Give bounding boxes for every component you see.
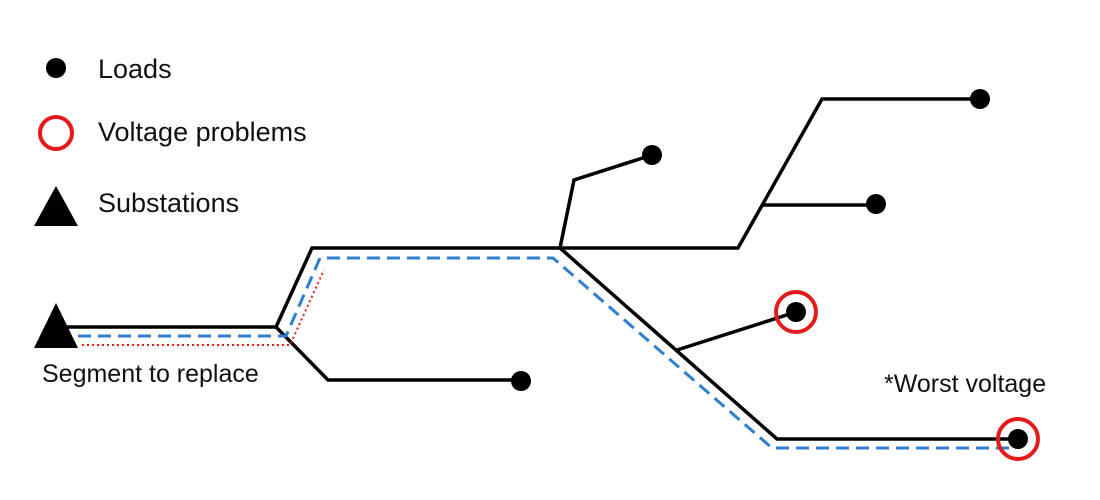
legend-label-voltage-problems: Voltage problems bbox=[98, 117, 307, 147]
legend: Loads Voltage problems Substations bbox=[34, 54, 307, 226]
voltage-problem-legend-icon bbox=[38, 115, 74, 151]
voltage-problem-ring-icon bbox=[774, 290, 818, 334]
main-feeder-line bbox=[56, 246, 560, 329]
load-icon bbox=[786, 302, 806, 322]
legend-label-substations: Substations bbox=[98, 188, 239, 218]
worst-voltage-path bbox=[78, 256, 1010, 450]
segment-to-replace-label: Segment to replace bbox=[42, 360, 259, 388]
voltage-problem-ring-icon bbox=[996, 417, 1040, 461]
load-legend-icon bbox=[46, 58, 66, 78]
load-icon bbox=[642, 145, 662, 165]
branch-to-top-load bbox=[558, 153, 653, 249]
branch-to-bottom-load bbox=[274, 325, 521, 382]
substation-legend-icon bbox=[34, 186, 78, 226]
feeder-network bbox=[56, 97, 1018, 441]
substation-icon bbox=[34, 303, 78, 348]
load-icon bbox=[866, 194, 886, 214]
branch-to-lower-right bbox=[558, 246, 1018, 441]
worst-voltage-label: *Worst voltage bbox=[884, 370, 1046, 398]
loads bbox=[511, 89, 1028, 449]
load-icon bbox=[511, 371, 531, 391]
branch-to-upper-loads bbox=[560, 97, 980, 250]
legend-label-loads: Loads bbox=[98, 54, 172, 84]
load-icon bbox=[970, 89, 990, 109]
voltage-problems bbox=[774, 290, 1040, 461]
load-icon bbox=[1008, 429, 1028, 449]
